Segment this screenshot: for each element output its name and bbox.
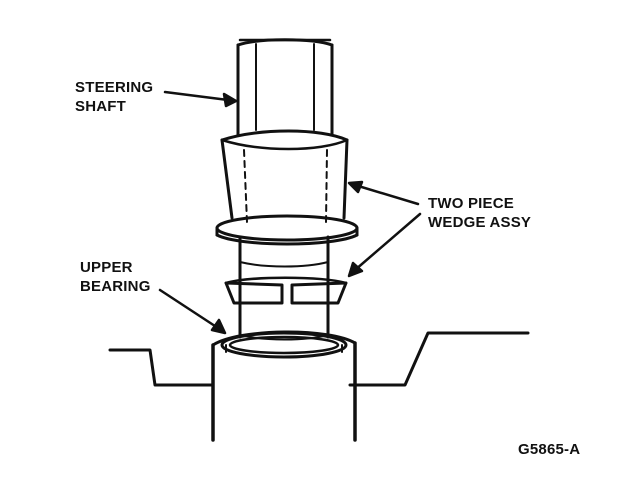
two-piece-wedge-label-line2: WEDGE ASSY <box>428 214 532 231</box>
leader-arrows <box>158 90 422 335</box>
column-housing <box>108 330 530 442</box>
steering-shaft-label: STEERING SHAFT <box>75 78 153 116</box>
two-piece-wedge-label: TWO PIECE WEDGE ASSY <box>428 194 531 232</box>
upper-bearing-label: UPPER BEARING <box>80 258 151 296</box>
steering-shaft <box>236 38 334 137</box>
upper-bearing-label-line1: UPPER <box>80 259 133 276</box>
lower-shaft-section <box>238 235 330 341</box>
upper-bearing-label-line2: BEARING <box>80 278 151 295</box>
steering-shaft-label-line2: SHAFT <box>75 98 126 115</box>
two-piece-wedge-label-line1: TWO PIECE <box>428 195 514 212</box>
steering-shaft-label-line1: STEERING <box>75 79 154 96</box>
upper-bearing <box>220 331 348 359</box>
lower-wedge-half <box>224 276 348 305</box>
wedge-flange-ring <box>215 214 359 246</box>
upper-wedge-sleeve <box>220 129 349 223</box>
figure-code: G5865-A <box>518 441 581 458</box>
